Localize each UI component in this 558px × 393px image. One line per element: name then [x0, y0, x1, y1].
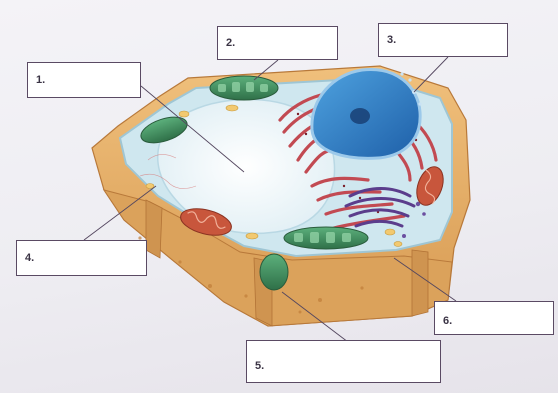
chloroplast-bottom — [284, 227, 368, 249]
label-box-2[interactable]: 2. — [217, 26, 338, 60]
label-number-1: 1. — [36, 74, 45, 86]
label-box-6[interactable]: 6. — [434, 301, 554, 335]
label-box-5[interactable]: 5. — [246, 340, 441, 383]
chloroplast-top — [210, 76, 278, 100]
nucleolus — [350, 108, 370, 124]
label-number-2: 2. — [226, 37, 235, 49]
label-box-3[interactable]: 3. — [378, 23, 508, 57]
label-number-4: 4. — [25, 252, 34, 264]
chloroplast-lower-left — [260, 254, 288, 290]
label-box-4[interactable]: 4. — [16, 240, 147, 276]
label-number-6: 6. — [443, 315, 452, 327]
label-number-3: 3. — [387, 34, 396, 46]
label-number-5: 5. — [255, 360, 264, 372]
label-box-1[interactable]: 1. — [27, 62, 141, 98]
